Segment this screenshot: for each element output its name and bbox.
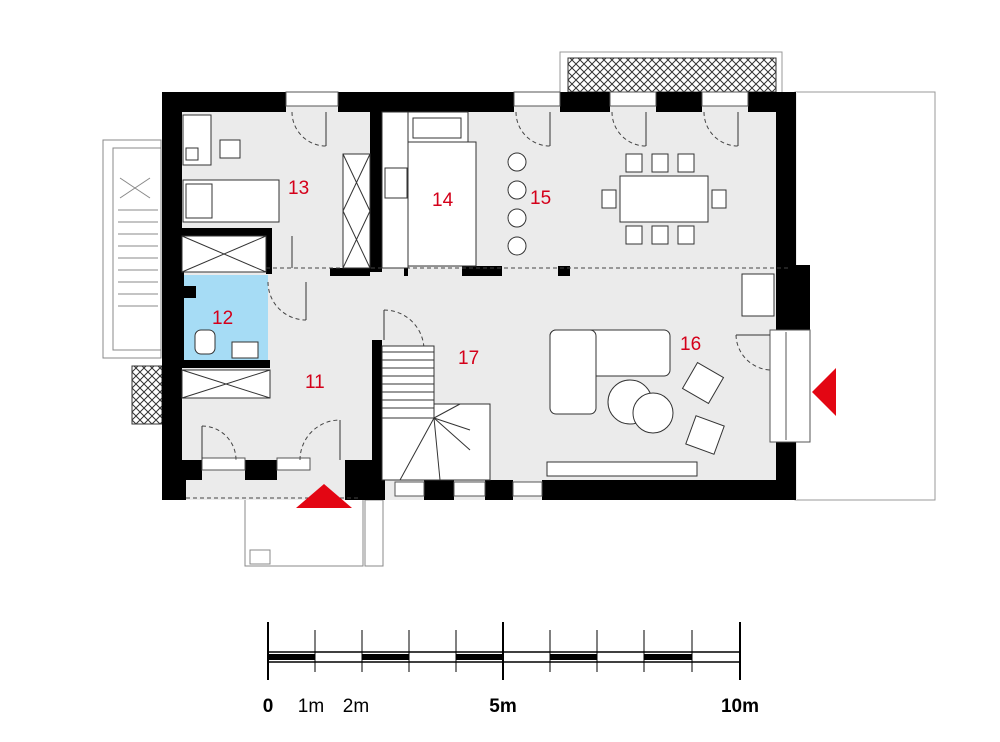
entrance-marker-side (812, 368, 836, 416)
room-number-15: 15 (530, 188, 551, 209)
room-number-12: 12 (212, 308, 233, 329)
room-number-13: 13 (288, 178, 309, 199)
scale-label-2m: 2m (343, 696, 369, 717)
dining-table (601, 153, 727, 245)
scale-label-10m: 10m (721, 696, 759, 717)
kitchen-counter (381, 111, 477, 269)
bar-stools (507, 152, 527, 256)
scale-label-5m: 5m (489, 696, 516, 717)
sofa (549, 329, 671, 415)
door-swings (182, 111, 790, 499)
scale-label-0: 0 (263, 696, 274, 717)
toilet (194, 329, 216, 355)
stair-left-outside (102, 139, 162, 359)
armchairs (681, 361, 725, 455)
room-number-17: 17 (458, 348, 479, 369)
desk (182, 114, 241, 166)
utility-sink (741, 273, 775, 317)
room-number-14: 14 (432, 190, 454, 211)
terrace-right (794, 91, 936, 501)
balcony-top (559, 51, 783, 95)
scale-bar (267, 622, 741, 680)
wardrobe-11 (181, 369, 271, 399)
wardrobe-13 (342, 153, 371, 269)
coffee-tables (607, 379, 674, 434)
inner-walls (178, 92, 570, 460)
bed (182, 179, 280, 223)
sink (231, 341, 259, 359)
stairs (381, 345, 491, 481)
entrance-marker-front (296, 484, 352, 508)
hatched-block-left (131, 365, 163, 425)
room-number-16: 16 (680, 334, 701, 355)
doors (201, 112, 770, 460)
tv-unit (546, 461, 698, 477)
room-number-11: 11 (305, 372, 325, 393)
scale-label-1m: 1m (298, 696, 324, 717)
shower (181, 235, 267, 273)
windows (201, 91, 811, 497)
